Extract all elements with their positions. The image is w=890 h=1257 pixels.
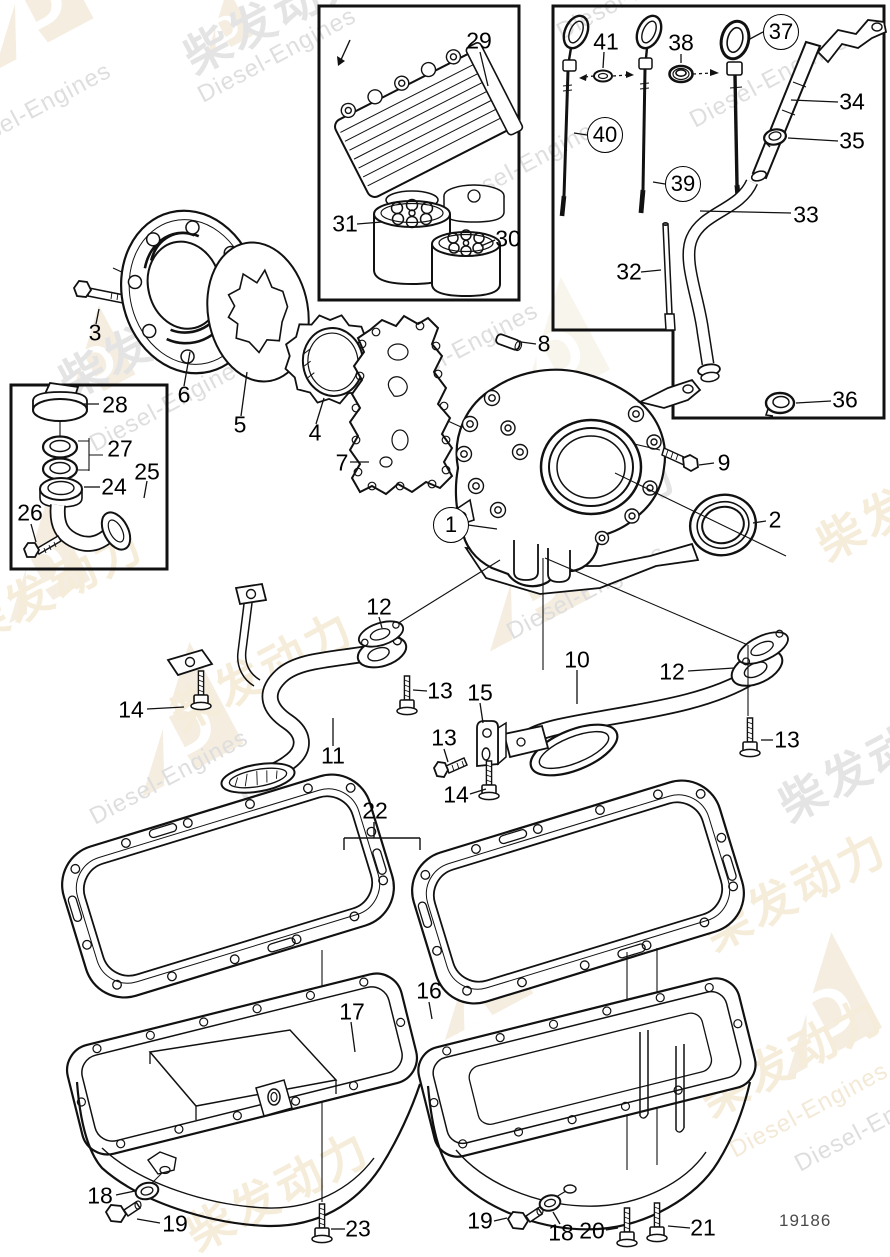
callout-10: 10 <box>564 646 590 673</box>
callout-6: 6 <box>177 381 191 408</box>
callout-8: 8 <box>537 330 551 357</box>
callout-20: 20 <box>579 1217 605 1244</box>
part-11-suction-pipe <box>220 582 408 794</box>
callout-15: 15 <box>467 679 493 706</box>
detail-box-oil-cooler <box>317 4 521 302</box>
callout-37: 37 <box>763 14 799 50</box>
part-12-gasket-right <box>737 629 789 666</box>
callout-11: 11 <box>321 742 345 769</box>
bracket-22 <box>343 822 421 850</box>
part-13-bolt-diagonal <box>432 757 468 778</box>
callout-19-right: 19 <box>467 1207 493 1234</box>
callout-22: 22 <box>362 797 388 824</box>
callout-18-left: 18 <box>87 1182 113 1209</box>
callout-4: 4 <box>308 419 322 446</box>
part-32-tube <box>662 222 676 331</box>
part-8-pin <box>495 333 523 352</box>
callout-26: 26 <box>17 499 43 526</box>
part-36-clamp <box>764 391 796 417</box>
callout-16: 16 <box>416 977 442 1004</box>
part-5-spline-disc <box>206 241 310 383</box>
callout-14-mid: 14 <box>443 781 469 808</box>
watermark-cn-text: 柴发动力 <box>770 692 890 832</box>
part-20-bolt <box>616 1207 638 1248</box>
callout-13-left: 13 <box>427 677 453 704</box>
part-14-bolt <box>478 760 500 801</box>
callout-12-right: 12 <box>659 658 685 685</box>
callout-38: 38 <box>668 29 694 56</box>
assembly-arrows <box>579 69 719 81</box>
part-4-gear <box>284 314 378 405</box>
part-33-dipstick-tube-lower <box>682 178 758 383</box>
assembly-lines <box>391 472 787 670</box>
callout-18-right: 18 <box>548 1219 574 1246</box>
part-14-bracket-left <box>166 648 214 677</box>
callout-34: 34 <box>839 88 865 115</box>
part-1-oil-pump <box>451 368 702 595</box>
callout-33: 33 <box>793 201 819 228</box>
callout-3: 3 <box>88 319 102 346</box>
detail-box-oil-filler <box>9 383 169 571</box>
callout-13-right: 13 <box>774 726 800 753</box>
part-30-oil-filter <box>431 229 501 298</box>
part-41-seal <box>593 69 613 83</box>
callout-39: 39 <box>665 166 701 202</box>
watermark-cn-text: 柴发动力 <box>808 431 890 571</box>
callout-28: 28 <box>102 391 128 418</box>
part-24-filler-neck <box>39 477 83 508</box>
watermark-en-text: Diesel-Engines <box>0 57 116 163</box>
detail-box-dipsticks <box>551 4 886 420</box>
callout-40: 40 <box>587 117 623 153</box>
callout-9: 9 <box>717 449 731 476</box>
part-27-o-rings <box>41 435 79 481</box>
part-18-washer-right <box>538 1190 567 1212</box>
callout-24: 24 <box>101 473 127 500</box>
leader-lines <box>30 31 839 1231</box>
part-12-gasket-left <box>357 620 405 648</box>
part-29-oil-cooler <box>334 39 524 223</box>
part-38-seal <box>668 64 694 84</box>
part-17-oil-pan <box>65 972 422 1228</box>
callout-14-left: 14 <box>118 696 144 723</box>
part-10-suction-pipe <box>502 648 784 777</box>
part-13-bolt <box>396 675 418 716</box>
callout-17: 17 <box>339 998 365 1025</box>
part-18-washer-left <box>134 1172 163 1201</box>
callout-12-left: 12 <box>366 593 392 620</box>
callout-5: 5 <box>233 411 247 438</box>
callout-36: 36 <box>832 386 858 413</box>
callout-1: 1 <box>433 507 469 543</box>
part-16-oil-pan <box>417 977 757 1231</box>
callout-41: 41 <box>593 28 619 55</box>
part-23-bolt <box>311 1203 333 1244</box>
callout-13-mid: 13 <box>431 724 457 751</box>
callout-19-left: 19 <box>162 1210 188 1237</box>
part-7-gasket <box>348 314 454 496</box>
part-9-bolt <box>633 443 699 473</box>
figure-number: 19186 <box>779 1211 832 1230</box>
callout-29: 29 <box>466 27 492 54</box>
part-15-bracket <box>476 720 507 767</box>
callout-30: 30 <box>495 225 521 252</box>
part-40-dipstick <box>559 14 590 217</box>
part-13-bolt <box>739 717 761 758</box>
callout-21: 21 <box>690 1214 716 1241</box>
part-28-oil-filler-cap <box>32 382 88 422</box>
bracket-27 <box>78 438 103 471</box>
part-35-clamp <box>763 128 787 148</box>
part-26-elbow-pipe <box>22 504 132 558</box>
callout-27: 27 <box>107 435 133 462</box>
callout-35: 35 <box>839 127 865 154</box>
callout-23: 23 <box>345 1215 371 1242</box>
part-39-dipstick <box>635 14 663 214</box>
callout-25: 25 <box>134 458 160 485</box>
callout-32: 32 <box>616 258 642 285</box>
callout-2: 2 <box>768 506 782 533</box>
part-19-drain-plug-left <box>104 1200 142 1223</box>
part-19-drain-plug-right <box>506 1206 544 1230</box>
callout-31: 31 <box>332 210 358 237</box>
callout-7: 7 <box>335 449 349 476</box>
